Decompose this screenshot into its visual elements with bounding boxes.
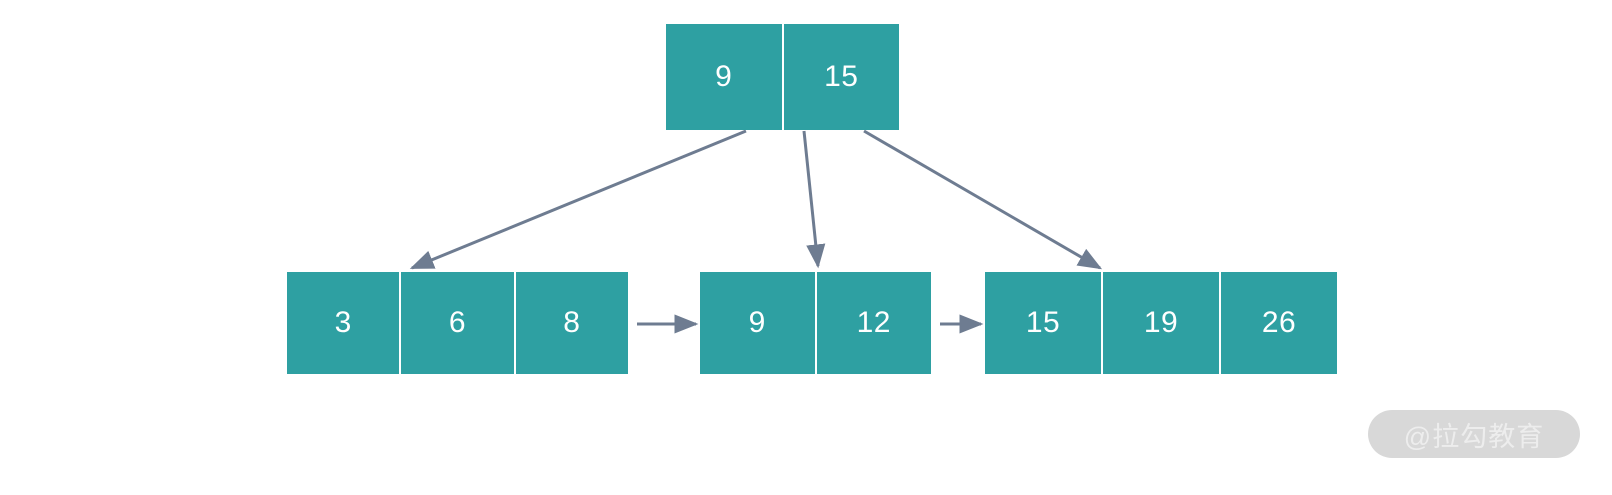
leaf-key-cell[interactable]: 15 <box>985 272 1101 374</box>
edge-root-to-leaf-1 <box>802 130 826 269</box>
edge-root-to-leaf-2 <box>863 129 1103 270</box>
leaf-node[interactable]: 3 6 8 <box>287 272 628 374</box>
leaf-key-cell[interactable]: 9 <box>700 272 815 374</box>
root-node[interactable]: 9 15 <box>666 24 899 130</box>
leaf-key-cell[interactable]: 26 <box>1221 272 1337 374</box>
leaf-key-cell[interactable]: 3 <box>287 272 400 374</box>
leaf-key-cell[interactable]: 6 <box>401 272 514 374</box>
root-key-cell[interactable]: 9 <box>666 24 782 130</box>
leaf-node[interactable]: 15 19 26 <box>985 272 1337 374</box>
root-key-cell[interactable]: 15 <box>783 24 899 130</box>
leaf-key-cell[interactable]: 12 <box>816 272 931 374</box>
edge-root-to-leaf-0 <box>409 129 747 270</box>
leaf-key-cell[interactable]: 8 <box>515 272 628 374</box>
leaf-key-cell[interactable]: 19 <box>1103 272 1219 374</box>
watermark: @拉勾教育 <box>1368 410 1580 458</box>
leaf-node[interactable]: 9 12 <box>700 272 931 374</box>
